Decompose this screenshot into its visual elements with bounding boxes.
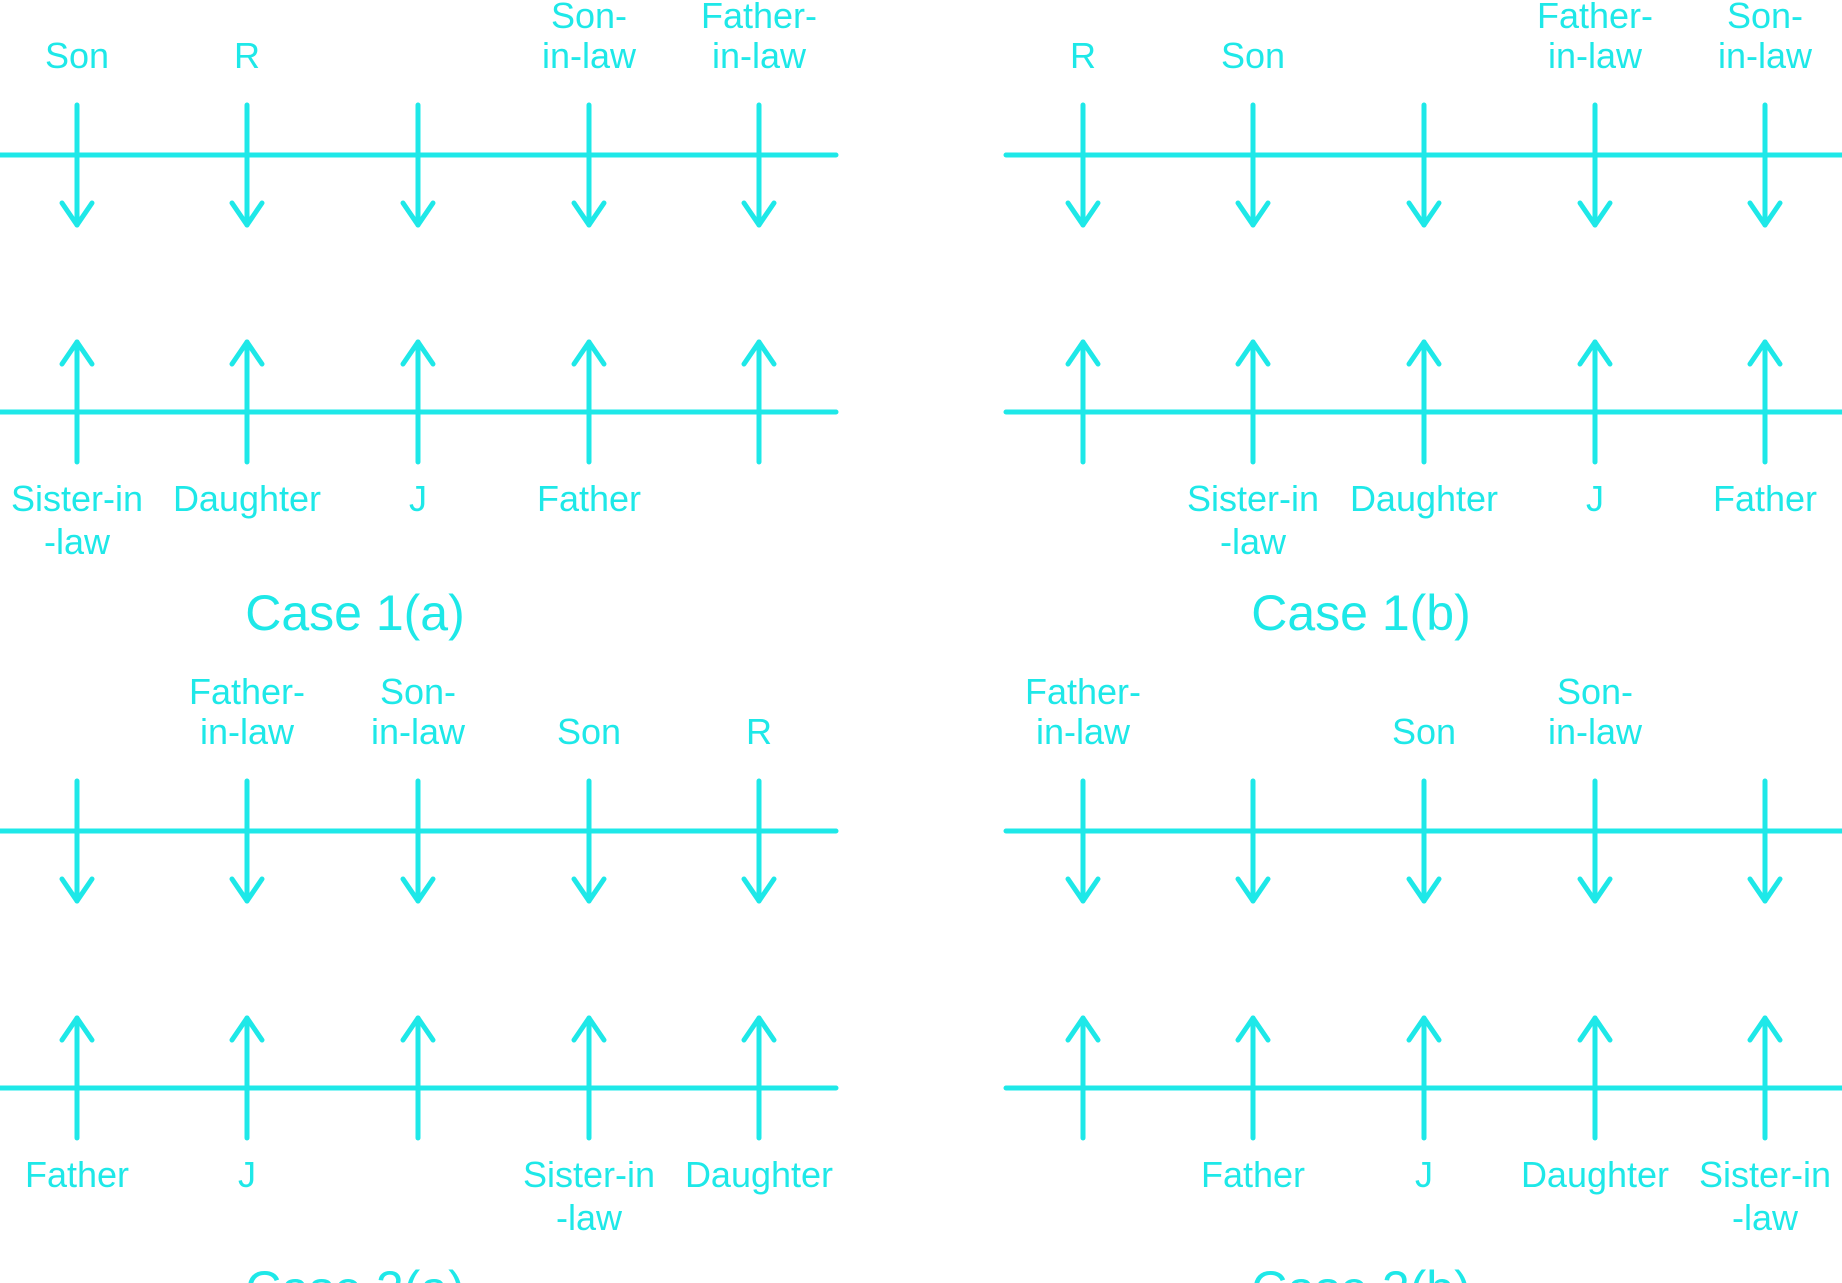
up-arrow-head <box>741 1015 777 1043</box>
top-seat-label: in-law <box>1036 711 1131 752</box>
top-seat-label: in-law <box>1548 35 1643 76</box>
top-seat-label: Father- <box>701 0 817 36</box>
up-arrow-head <box>1235 1015 1271 1043</box>
down-arrow-head <box>571 200 607 228</box>
bottom-seat-label: Sister-in <box>1699 1154 1831 1195</box>
top-seat-label: in-law <box>200 711 295 752</box>
down-arrow-head <box>1065 876 1101 904</box>
up-arrow-head <box>400 339 436 367</box>
down-arrow-head <box>1577 876 1613 904</box>
top-seat-label: Son <box>1221 35 1285 76</box>
top-seat-label: Son- <box>1557 671 1633 712</box>
bottom-seat-label: J <box>409 478 427 519</box>
down-arrow-head <box>1235 200 1271 228</box>
bottom-seat-label: -law <box>556 1197 623 1238</box>
top-seat-label: R <box>1070 35 1096 76</box>
up-arrow-head <box>229 1015 265 1043</box>
up-arrow-head <box>1747 339 1783 367</box>
case-caption: Case 2(b) <box>1251 1261 1471 1283</box>
bottom-seat-label: J <box>1586 478 1604 519</box>
top-seat-label: Son- <box>551 0 627 36</box>
down-arrow-head <box>1406 876 1442 904</box>
top-seat-label: in-law <box>371 711 466 752</box>
down-arrow-head <box>1406 200 1442 228</box>
top-seat-label: Son- <box>1727 0 1803 36</box>
bottom-seat-label: Daughter <box>1521 1154 1669 1195</box>
bottom-seat-label: Daughter <box>173 478 321 519</box>
up-arrow-head <box>1406 339 1442 367</box>
top-seat-label: Son <box>45 35 109 76</box>
down-arrow-head <box>59 876 95 904</box>
down-arrow-head <box>1065 200 1101 228</box>
top-seat-label: R <box>746 711 772 752</box>
bottom-seat-label: Sister-in <box>1187 478 1319 519</box>
top-seat-label: Father- <box>1025 671 1141 712</box>
top-seat-label: Father- <box>1537 0 1653 36</box>
up-arrow-head <box>741 339 777 367</box>
up-arrow-head <box>400 1015 436 1043</box>
top-seat-label: in-law <box>542 35 637 76</box>
up-arrow-head <box>1235 339 1271 367</box>
down-arrow-head <box>400 876 436 904</box>
top-seat-label: in-law <box>712 35 807 76</box>
up-arrow-head <box>1577 1015 1613 1043</box>
up-arrow-head <box>571 339 607 367</box>
down-arrow-head <box>571 876 607 904</box>
bottom-seat-label: Father <box>25 1154 129 1195</box>
up-arrow-head <box>59 1015 95 1043</box>
bottom-seat-label: Daughter <box>685 1154 833 1195</box>
down-arrow-head <box>400 200 436 228</box>
case-caption: Case 2(a) <box>245 1261 465 1283</box>
case-caption: Case 1(b) <box>1251 585 1471 641</box>
up-arrow-head <box>571 1015 607 1043</box>
top-seat-label: Son- <box>380 671 456 712</box>
down-arrow-head <box>229 876 265 904</box>
bottom-seat-label: Daughter <box>1350 478 1498 519</box>
top-seat-label: R <box>234 35 260 76</box>
up-arrow-head <box>1747 1015 1783 1043</box>
down-arrow-head <box>59 200 95 228</box>
up-arrow-head <box>1406 1015 1442 1043</box>
top-seat-label: Son <box>1392 711 1456 752</box>
down-arrow-head <box>741 200 777 228</box>
down-arrow-head <box>1577 200 1613 228</box>
down-arrow-head <box>741 876 777 904</box>
bottom-seat-label: J <box>1415 1154 1433 1195</box>
up-arrow-head <box>1577 339 1613 367</box>
down-arrow-head <box>229 200 265 228</box>
up-arrow-head <box>59 339 95 367</box>
top-seat-label: Father- <box>189 671 305 712</box>
bottom-seat-label: Father <box>537 478 641 519</box>
case-caption: Case 1(a) <box>245 585 465 641</box>
down-arrow-head <box>1747 200 1783 228</box>
up-arrow-head <box>1065 339 1101 367</box>
top-seat-label: in-law <box>1718 35 1813 76</box>
up-arrow-head <box>1065 1015 1101 1043</box>
bottom-seat-label: -law <box>1732 1197 1799 1238</box>
bottom-seat-label: -law <box>44 521 111 562</box>
bottom-seat-label: Father <box>1713 478 1817 519</box>
top-seat-label: Son <box>557 711 621 752</box>
bottom-seat-label: J <box>238 1154 256 1195</box>
bottom-seat-label: Sister-in <box>523 1154 655 1195</box>
up-arrow-head <box>229 339 265 367</box>
top-seat-label: in-law <box>1548 711 1643 752</box>
bottom-seat-label: Sister-in <box>11 478 143 519</box>
down-arrow-head <box>1747 876 1783 904</box>
down-arrow-head <box>1235 876 1271 904</box>
bottom-seat-label: Father <box>1201 1154 1305 1195</box>
bottom-seat-label: -law <box>1220 521 1287 562</box>
